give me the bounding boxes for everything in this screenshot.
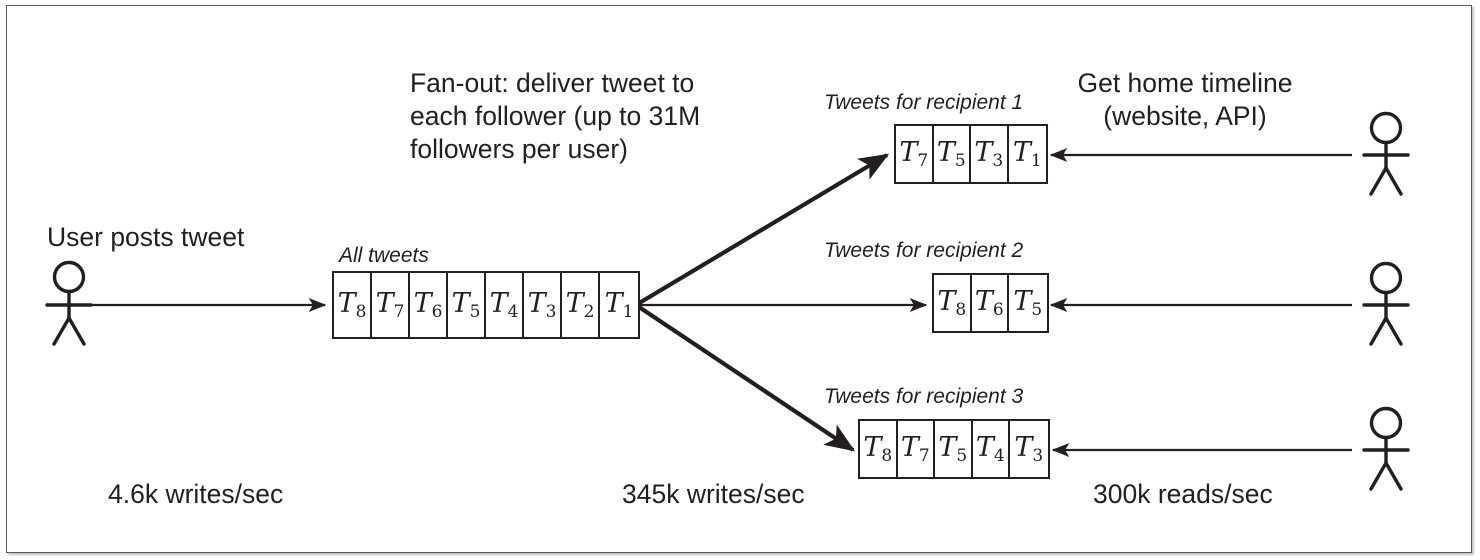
tweet-cell-label: T4	[975, 431, 1005, 467]
tweet-cell: T3	[971, 126, 1009, 182]
tweet-cell: T6	[971, 275, 1009, 331]
tweet-cell: T8	[934, 275, 972, 331]
tweet-cell: T8	[860, 421, 898, 477]
tweet-cell-label: T3	[974, 136, 1004, 172]
tweet-cell: T2	[562, 273, 600, 337]
tweet-cell: T5	[933, 126, 971, 182]
tweet-cell: T5	[1009, 275, 1047, 331]
tweet-cell-label: T1	[604, 287, 634, 323]
tweet-cell: T3	[1010, 421, 1048, 477]
tweet-cell-label: T8	[937, 285, 967, 321]
fanout-caption: Fan-out: deliver tweet to each follower …	[410, 68, 701, 164]
tweet-cell: T7	[897, 421, 935, 477]
tweet-cell-label: T7	[900, 431, 930, 467]
tweet-cell: T7	[896, 126, 934, 182]
tweet-cell-label: T4	[489, 287, 519, 323]
tweet-cell: T6	[410, 273, 448, 337]
tweet-cell-label: T5	[938, 431, 968, 467]
reads-metric: 300k reads/sec	[1093, 479, 1273, 509]
tweet-cell-label: T3	[1014, 431, 1044, 467]
tweet-cell-label: T8	[337, 287, 367, 323]
tweet-cell-label: T5	[451, 287, 481, 323]
tweet-cell: T3	[524, 273, 562, 337]
all-tweets-label: All tweets	[339, 244, 429, 267]
tweet-cell: T5	[935, 421, 973, 477]
tweet-cell-label: T8	[863, 431, 893, 467]
tweet-cell: T5	[448, 273, 486, 337]
writes-fanout-metric: 345k writes/sec	[622, 479, 805, 509]
tweet-cell-label: T1	[1012, 136, 1042, 172]
user-posts-tweet-label: User posts tweet	[47, 222, 245, 252]
tweet-cell: T4	[972, 421, 1010, 477]
recipient-1-label: Tweets for recipient 1	[824, 91, 1024, 114]
get-home-timeline-caption: Get home timeline (website, API)	[1077, 68, 1293, 131]
tweet-cell-label: T5	[936, 136, 966, 172]
tweet-cell-label: T3	[527, 287, 557, 323]
tweet-cell: T4	[486, 273, 524, 337]
writes-in-metric: 4.6k writes/sec	[108, 479, 284, 509]
recipient-3-label: Tweets for recipient 3	[824, 385, 1024, 408]
tweet-cell-label: T7	[899, 136, 929, 172]
tweet-cell-label: T6	[413, 287, 443, 323]
recipient-2-label: Tweets for recipient 2	[824, 239, 1024, 262]
tweet-cell: T8	[334, 273, 372, 337]
tweet-cell: T1	[1008, 126, 1046, 182]
tweet-cell-label: T6	[974, 285, 1004, 321]
tweet-cell-label: T7	[375, 287, 405, 323]
tweet-cell-label: T2	[565, 287, 595, 323]
tweet-cell-label: T5	[1013, 285, 1043, 321]
tweet-cell: T7	[372, 273, 410, 337]
tweet-cell: T1	[600, 273, 638, 337]
